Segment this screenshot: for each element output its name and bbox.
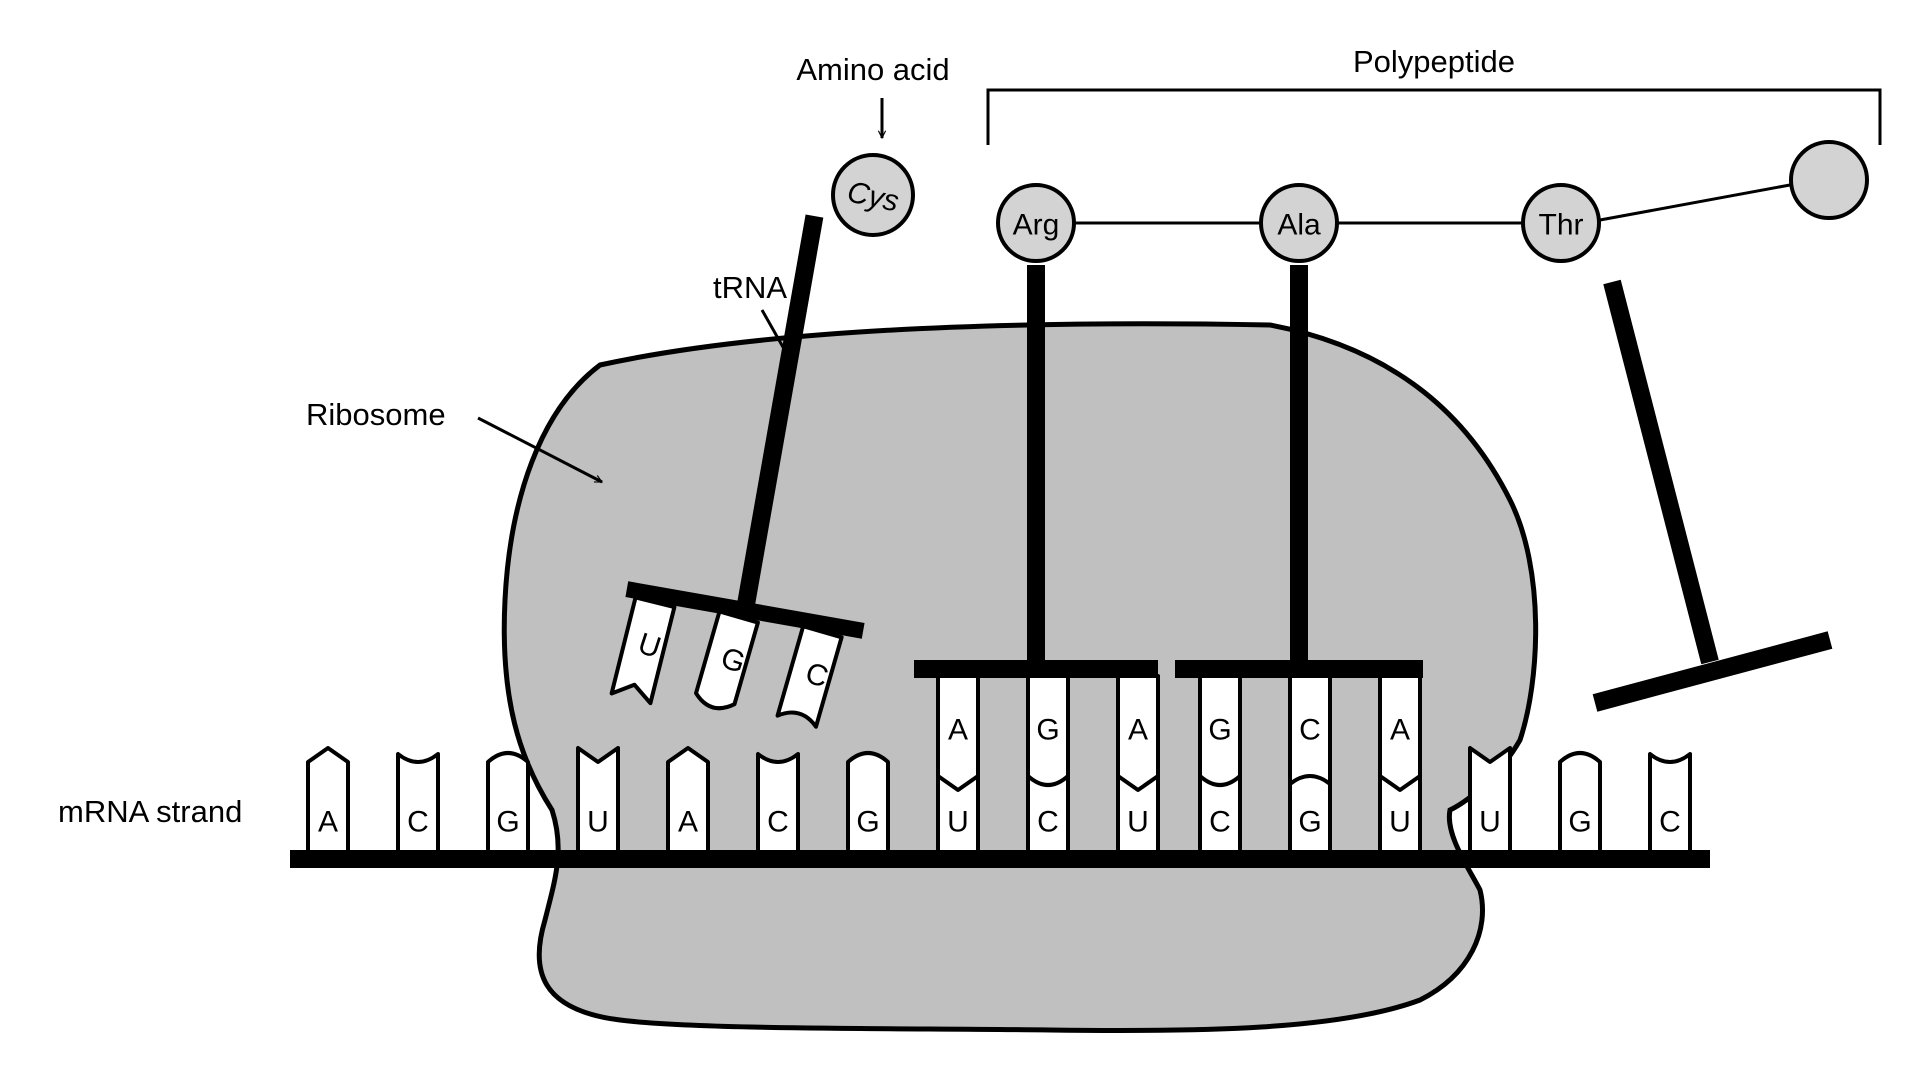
arrow-trna (760, 309, 794, 363)
mrna-base-c-shape (396, 752, 440, 854)
released-trna-stem (1603, 279, 1719, 665)
mrna-base-g-label: G (1298, 806, 1321, 839)
mrna-base-g (846, 751, 890, 854)
bound-trna-arg (914, 265, 1158, 678)
amino-acid-ala-label: Ala (1277, 209, 1321, 242)
amino-acid-arg-label: Arg (1013, 209, 1060, 242)
amino-acid-end (1789, 140, 1869, 220)
amino-acid-ala (1259, 183, 1339, 263)
anticodon-base-a (936, 674, 980, 792)
mrna-base-u-shape (1468, 746, 1512, 854)
mrna-base-g (486, 751, 530, 854)
mrna-base-g-label: G (496, 806, 519, 839)
mrna-base-c (756, 752, 800, 854)
anticodon-base-g-shape (1198, 674, 1242, 787)
anticodon-base-g (1198, 674, 1242, 787)
anticodon-base-g-label: G (1036, 714, 1059, 747)
label-trna: tRNA (713, 270, 787, 305)
anticodon-base-a-label: A (948, 714, 968, 747)
mrna-base-a (306, 746, 350, 854)
anticodon-base-c-shape (1288, 674, 1332, 786)
label-polypeptide: Polypeptide (1353, 44, 1515, 79)
anticodon-base-a-shape (936, 674, 980, 792)
incoming-anticodon-base-shape (694, 609, 760, 711)
bound-trna-bar (1175, 660, 1423, 678)
mrna-base-u (1468, 746, 1512, 854)
anticodon-base-a (1116, 674, 1160, 792)
incoming-anticodon-base-g (694, 609, 760, 711)
amino-acid-thr-label: Thr (1539, 209, 1584, 242)
mrna-base-c (1648, 752, 1692, 854)
bound-trna-ala (1175, 265, 1423, 678)
mrna-base-u-shape (576, 746, 620, 854)
amino-acid-thr (1521, 183, 1601, 263)
mrna-base-u-label: U (1479, 806, 1501, 839)
mrna-base-g-shape (1558, 751, 1602, 854)
amino-acid-arg (996, 183, 1076, 263)
anticodon-base-a (1378, 674, 1422, 792)
mrna-base-g (1558, 751, 1602, 854)
mrna-backbone (290, 850, 1710, 868)
incoming-trna-bar (625, 581, 865, 639)
mrna-base-a-label: A (318, 806, 338, 839)
polypeptide-bracket (986, 88, 1882, 145)
released-trna (1592, 279, 1833, 712)
incoming-trna-stem (736, 214, 824, 612)
mrna-base-c-label: C (1209, 806, 1231, 839)
mrna-base-c-shape (756, 752, 800, 854)
released-trna-bar (1592, 631, 1833, 712)
incoming-anticodon-base-c (775, 624, 844, 729)
mrna-base-c-shape (1648, 752, 1692, 854)
label-mrna-strand: mRNA strand (58, 794, 242, 829)
mrna-base-g-shape (486, 751, 530, 854)
label-ribosome: Ribosome (306, 397, 446, 432)
anticodon-base-c (1288, 674, 1332, 786)
mrna-base-g-label: G (856, 806, 879, 839)
anticodon-base-g-label: G (1208, 714, 1231, 747)
mrna-base-c-label: C (767, 806, 789, 839)
anticodon-base-a-label: A (1390, 714, 1410, 747)
mrna-base-u-label: U (1389, 806, 1411, 839)
mrna-base-u-label: U (947, 806, 969, 839)
anticodon-base-g (1026, 674, 1070, 787)
label-amino-acid: Amino acid (796, 52, 949, 87)
mrna-base-u-label: U (1127, 806, 1149, 839)
mrna-base-a-shape (306, 746, 350, 854)
mrna-base-c-label: C (1659, 806, 1681, 839)
mrna-base-u-label: U (587, 806, 609, 839)
mrna-base-c (396, 752, 440, 854)
anticodon-base-a-shape (1378, 674, 1422, 792)
mrna-base-u (576, 746, 620, 854)
anticodon-base-a-shape (1116, 674, 1160, 792)
incoming-anticodon-base-u (609, 595, 677, 706)
mrna-base-g-label: G (1568, 806, 1591, 839)
mrna-base-a-shape (666, 746, 710, 854)
peptide-bond (1599, 183, 1791, 222)
incoming-anticodon-base-shape (609, 595, 677, 706)
incoming-anticodon-base-shape (775, 624, 844, 729)
mrna-base-g-shape (846, 751, 890, 854)
mrna-base-c-label: C (1037, 806, 1059, 839)
amino-acid-cys (831, 153, 915, 237)
mrna-base-a-label: A (678, 806, 698, 839)
anticodon-base-a-label: A (1128, 714, 1148, 747)
anticodon-base-g-shape (1026, 674, 1070, 787)
anticodon-base-c-label: C (1299, 714, 1321, 747)
mrna-base-c-label: C (407, 806, 429, 839)
bound-trna-bar (914, 660, 1158, 678)
mrna-base-a (666, 746, 710, 854)
arrow-ribosome (477, 416, 602, 484)
